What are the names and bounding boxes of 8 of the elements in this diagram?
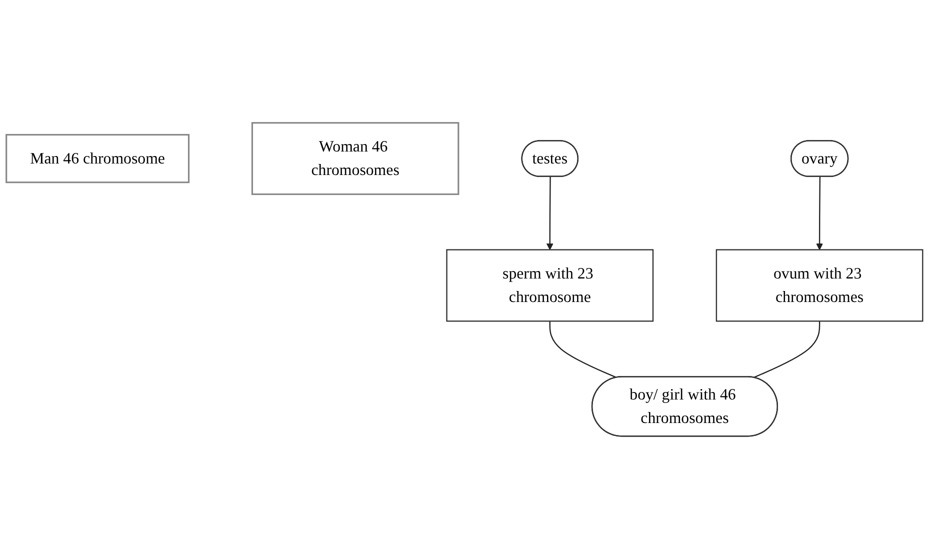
node-box: Man 46 chromosome	[6, 134, 190, 184]
node-box: ovum with 23 chromosomes	[716, 249, 924, 322]
connector	[549, 321, 617, 378]
arrow	[816, 176, 824, 250]
node-box: sperm with 23 chromosome	[446, 249, 654, 322]
arrow	[546, 176, 554, 250]
node-box: Woman 46 chromosomes	[251, 122, 460, 196]
connector	[753, 321, 820, 378]
